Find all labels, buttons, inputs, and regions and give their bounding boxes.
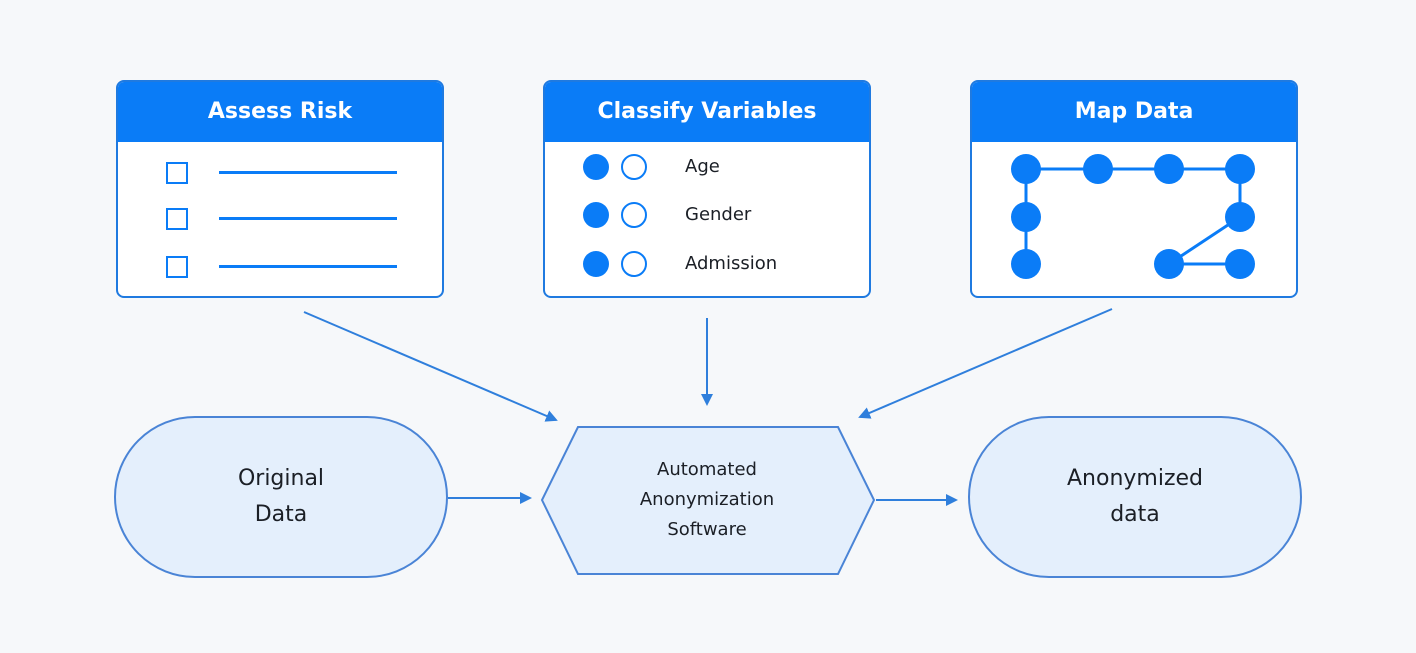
empty-radio-icon: [621, 202, 647, 228]
map-data-graph: [972, 142, 1296, 296]
variable-label-admission: Admission: [685, 253, 778, 274]
anonymized-data-node: Anonymized data: [968, 416, 1302, 578]
checkbox-icon: [166, 256, 188, 278]
original-data-node: Original Data: [114, 416, 448, 578]
original-data-line-1: Original: [237, 466, 325, 491]
classify-variables-card: Classify Variables Age Gender Admission: [543, 80, 871, 298]
arrow-map-to-software: [858, 308, 1113, 419]
assess-risk-title: Assess Risk: [118, 82, 442, 142]
checklist-line: [219, 265, 397, 268]
variable-label-gender: Gender: [685, 204, 752, 225]
variable-label-age: Age: [685, 156, 720, 177]
anonymized-data-line-1: Anonymized: [1066, 466, 1203, 491]
assess-risk-body: [118, 142, 442, 296]
network-graph-icon: [1011, 154, 1255, 279]
software-node-label: Automated Anonymization Software: [560, 426, 854, 574]
classify-variables-body: Age Gender Admission: [545, 142, 869, 296]
checklist-line: [219, 171, 397, 174]
filled-radio-icon: [583, 251, 609, 277]
classify-variables-title: Classify Variables: [545, 82, 869, 142]
map-data-card: Map Data: [970, 80, 1298, 298]
filled-radio-icon: [583, 154, 609, 180]
checkbox-icon: [166, 162, 188, 184]
filled-radio-icon: [583, 202, 609, 228]
arrow-assess-to-software: [303, 311, 558, 422]
software-line-3: Software: [667, 519, 747, 540]
checkbox-icon: [166, 208, 188, 230]
checklist-line: [219, 217, 397, 220]
software-hexagon: [540, 426, 876, 575]
software-line-2: Anonymization: [639, 489, 775, 510]
software-line-1: Automated: [657, 459, 757, 480]
assess-risk-card: Assess Risk: [116, 80, 444, 298]
empty-radio-icon: [621, 154, 647, 180]
anonymized-data-line-2: data: [1110, 502, 1160, 527]
empty-radio-icon: [621, 251, 647, 277]
map-data-title: Map Data: [972, 82, 1296, 142]
original-data-line-2: Data: [254, 502, 308, 527]
